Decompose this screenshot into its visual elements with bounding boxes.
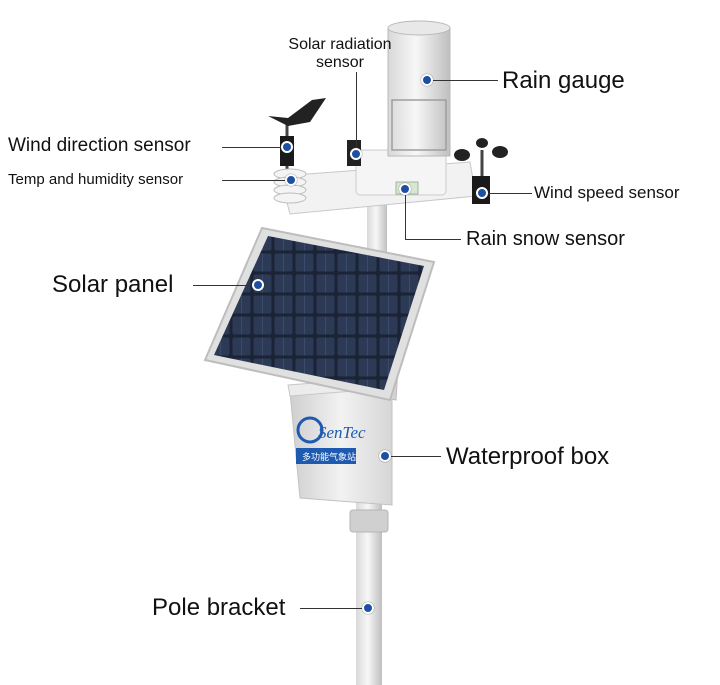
- leader-rain-snow-h: [405, 239, 461, 240]
- leader-wind-speed: [484, 193, 532, 194]
- label-temp-humidity: Temp and humidity sensor: [8, 171, 184, 188]
- label-wind-direction: Wind direction sensor: [8, 135, 191, 156]
- leader-waterproof-box: [385, 456, 441, 457]
- marker-rain-snow: [399, 183, 411, 195]
- marker-pole-bracket: [362, 602, 374, 614]
- marker-wind-speed: [476, 187, 488, 199]
- label-pole-bracket: Pole bracket: [152, 594, 286, 621]
- leader-pole-bracket: [300, 608, 368, 609]
- pole-clamp: [349, 509, 389, 533]
- label-solar-radiation: Solar radiation sensor: [288, 36, 392, 71]
- leader-temp-humidity: [222, 180, 290, 181]
- wind-vane-shape: [268, 98, 326, 170]
- marker-rain-gauge: [421, 74, 433, 86]
- label-waterproof-box: Waterproof box: [446, 443, 610, 470]
- marker-solar-radiation: [350, 148, 362, 160]
- marker-wind-direction: [281, 141, 293, 153]
- label-wind-speed: Wind speed sensor: [534, 183, 680, 202]
- solar-panel-shape: [203, 226, 436, 402]
- marker-solar-panel: [252, 279, 264, 291]
- rain-gauge-shape: [387, 20, 451, 157]
- marker-temp-humidity: [285, 174, 297, 186]
- box-brand-text: SenTec: [318, 423, 366, 442]
- label-rain-gauge: Rain gauge: [502, 67, 625, 94]
- marker-waterproof-box: [379, 450, 391, 462]
- label-solar-panel: Solar panel: [52, 271, 174, 298]
- leader-solar-radiation: [356, 72, 357, 152]
- leader-rain-snow-v: [405, 189, 406, 239]
- box-subtitle-text: 多功能气象站: [302, 451, 356, 462]
- leader-wind-direction: [222, 147, 286, 148]
- leader-solar-panel: [193, 285, 257, 286]
- leader-rain-gauge: [428, 80, 498, 81]
- label-rain-snow: Rain snow sensor: [466, 228, 625, 250]
